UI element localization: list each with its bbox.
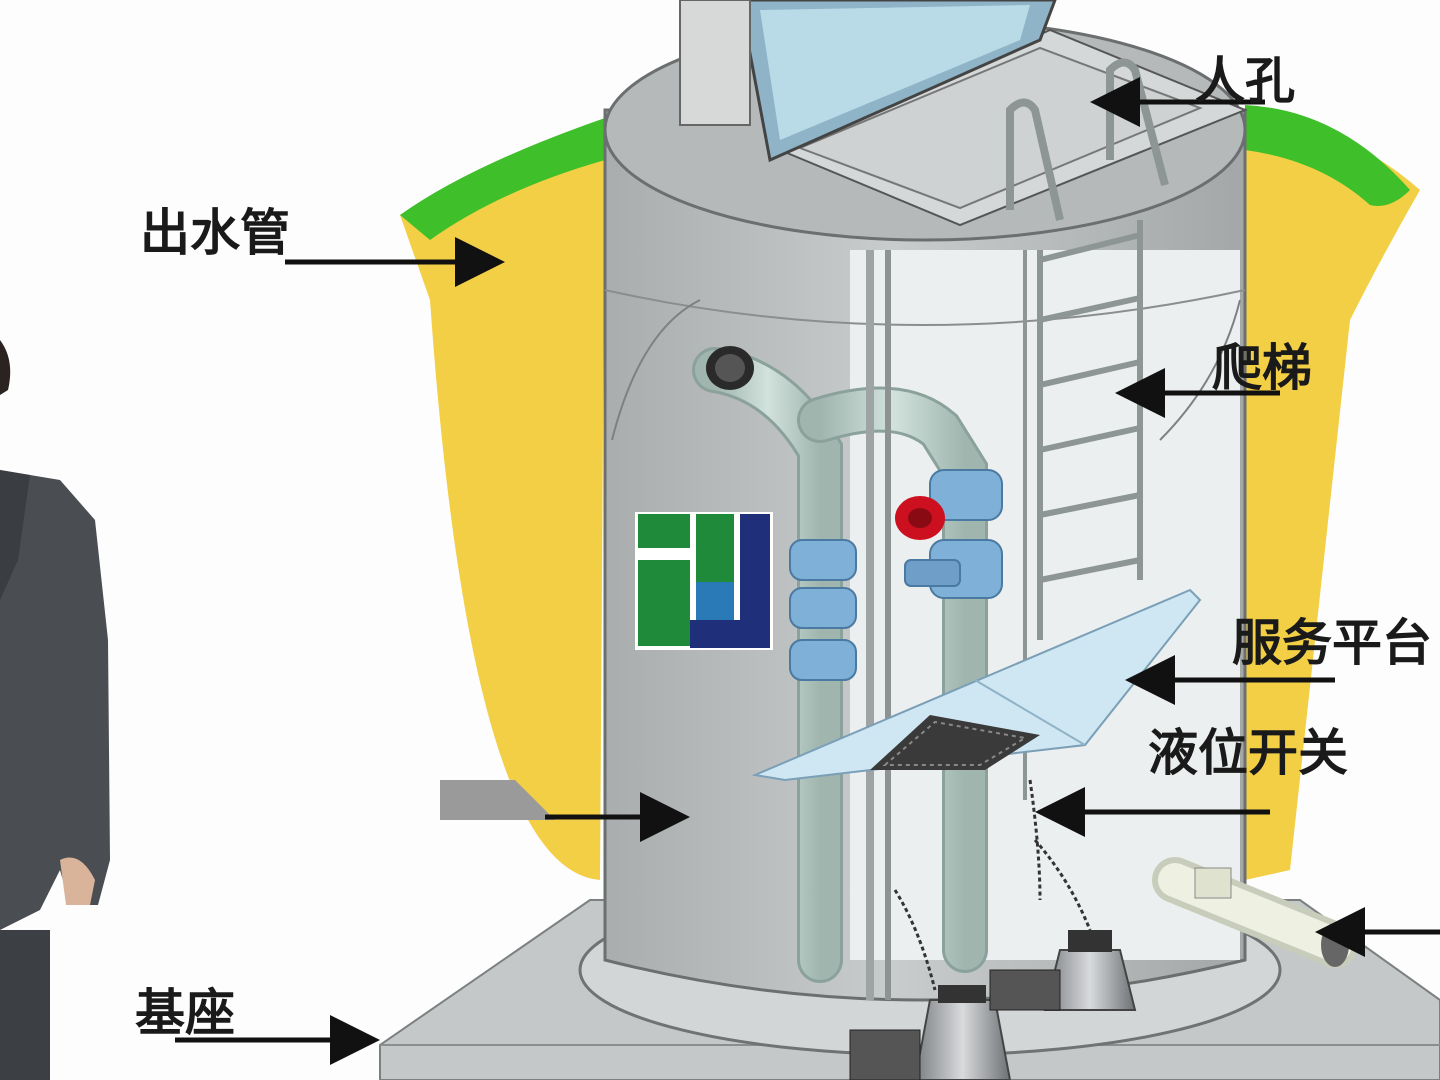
callout-arrows: [175, 77, 1440, 1065]
pipe-couplings: [789, 469, 1003, 681]
blank-label-plate: [440, 780, 555, 820]
label-service-platform: 服务平台: [1232, 614, 1432, 672]
discharge-pipes: [692, 250, 988, 1000]
label-ladder: 爬梯: [1212, 339, 1312, 397]
label-level-switch: 液位开关: [1148, 724, 1348, 782]
label-base: 基座: [135, 984, 235, 1042]
label-manhole: 人孔: [1195, 52, 1295, 110]
callout-labels: 出水管 人孔 爬梯 服务平台 液位开关 基座: [135, 52, 1432, 1042]
gate-valve: [895, 496, 945, 540]
service-platform: [751, 588, 1202, 782]
ladder: [1006, 58, 1169, 800]
presenter-figure: [0, 340, 110, 1080]
label-outlet-pipe: 出水管: [140, 204, 290, 262]
submersible-pumps: [849, 930, 1137, 1080]
brand-logo: [635, 512, 773, 650]
soil-backfill: [400, 105, 1420, 880]
level-switch-chains: [893, 779, 1092, 991]
